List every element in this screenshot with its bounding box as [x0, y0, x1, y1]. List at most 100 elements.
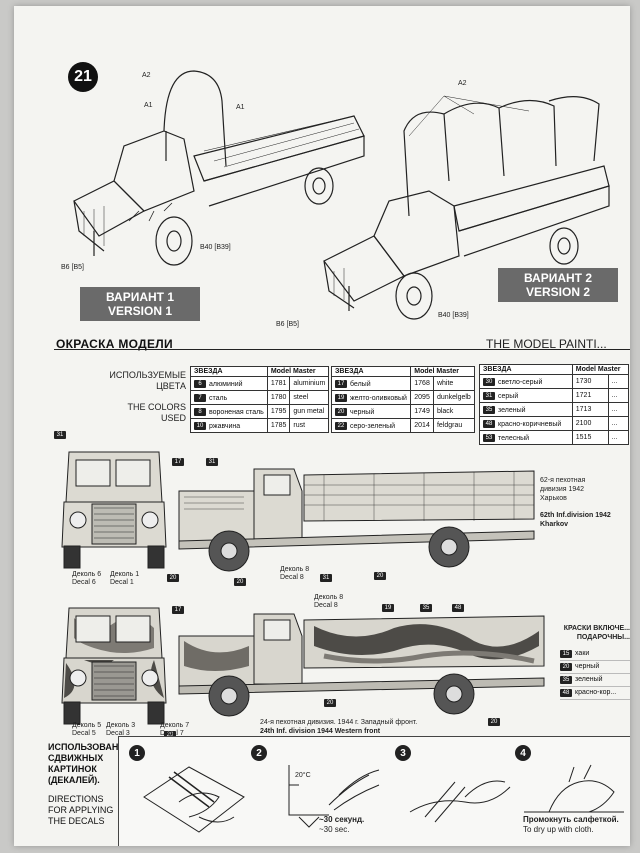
paint-name-ru: светло-серый — [498, 378, 543, 386]
paint-table-3-mm-header: Model Master — [571, 364, 630, 375]
truck2-decal8-ru: Деколь 8 — [314, 594, 344, 601]
paint-name-en: ... — [607, 430, 630, 445]
paint-name-ru: серо-зеленый — [350, 422, 396, 430]
paint-name-en: dunkelgelb — [432, 390, 476, 405]
truck2-decal3-ru: Деколь 3 — [106, 722, 136, 729]
truck1-note-en2: Kharkov — [540, 521, 569, 528]
paint-name-ru: черный — [575, 663, 600, 670]
paint-name-ru: красно-кор... — [575, 689, 617, 696]
truck1-tag-20-side: 20 — [234, 578, 246, 586]
truck2-tag-20-bed: 20 — [488, 718, 500, 726]
truck1-note-ru3: Харьков — [540, 495, 567, 502]
truck1-note-en1: 62th Inf.division 1942 — [540, 512, 611, 519]
truck2-decal8-en: Decal 8 — [314, 602, 338, 609]
paint-mm-number: 1768 — [410, 376, 434, 391]
truck2-caption-ru: 24-я пехотная дивизия. 1944 г. Западный … — [260, 719, 418, 726]
paint-mm-number: 1730 — [571, 374, 609, 389]
step4-blot-ru: Промокнуть салфеткой. — [523, 815, 619, 824]
paint-name-en: feldgrau — [432, 418, 476, 433]
truck1-decal8: Деколь 8 Decal 8 — [280, 566, 309, 582]
truck1-decal8-ru: Деколь 8 — [280, 566, 310, 573]
gift-paints-ru1: КРАСКИ ВКЛЮЧЕ... — [563, 625, 630, 632]
truck2-tag-35: 35 — [420, 604, 432, 612]
paint-mm-number: 2095 — [410, 390, 434, 405]
colors-label-ru1: ИСПОЛЬЗУЕМЫЕ — [109, 370, 186, 380]
paint-code-chip: 53 — [483, 433, 495, 442]
paint-name-ru: телесный — [498, 434, 530, 442]
truck2-decal3: Деколь 3 Decal 3 — [106, 722, 135, 738]
truck2-decal7: Деколь 7 Decal 7 — [160, 722, 189, 738]
truck2-tag-20-side: 20 — [324, 699, 336, 707]
directions-ru3: КАРТИНОК — [48, 764, 97, 774]
directions-en3: THE DECALS — [48, 816, 105, 826]
directions-en2: FOR APPLYING — [48, 805, 114, 815]
direction-step-3: 3 — [395, 745, 411, 761]
direction-step-1: 1 — [129, 745, 145, 761]
truck1-note-ru1: 62-я пехотная — [540, 477, 586, 484]
paint-mm-number: 2100 — [571, 416, 609, 431]
truck-version1-drawing — [73, 70, 365, 266]
paint-code-chip: 31 — [483, 391, 495, 400]
truck1-decal6-en: Decal 6 — [72, 579, 96, 586]
truck1-unit-note: 62-я пехотная дивизия 1942 Харьков 62th … — [540, 476, 626, 529]
section-title-en: THE MODEL PAINTI... — [486, 337, 607, 351]
paint-code-chip: 35 — [483, 405, 495, 414]
paint-table-2-zvezda-header: ЗВЕЗДА — [330, 366, 412, 377]
truck1-tag-31-side: 31 — [206, 458, 218, 466]
callout-a1-right: A1 — [236, 104, 245, 111]
paint-name-ru: хаки — [575, 650, 590, 657]
gift-paints-ru2: ПОДАРОЧНЫ... — [576, 634, 630, 641]
truck1-note-ru2: дивизия 1942 — [540, 486, 585, 493]
truck1-decal1: Деколь 1 Decal 1 — [110, 571, 139, 587]
truck1-tag-31-bottom: 31 — [320, 574, 332, 582]
paint-name-en: ... — [607, 402, 630, 417]
gift-paints-header: КРАСКИ ВКЛЮЧЕ... ПОДАРОЧНЫ... — [554, 624, 630, 642]
truck2-front-view — [61, 607, 167, 725]
colors-label-en1: THE COLORS — [127, 402, 186, 412]
truck1-decal6-ru: Деколь 6 — [72, 571, 102, 578]
directions-ru2: СДВИЖНЫХ — [48, 753, 104, 763]
paint-code-chip: 48 — [560, 689, 572, 697]
paint-name-ru: ржавчина — [209, 422, 241, 430]
paint-code-chip: 15 — [560, 650, 572, 658]
decal-directions-panel: 1 2 3 4 20°C ~30 секунд. ~30 sec. — [118, 736, 630, 846]
callout-b40-left: B40 [B39] — [200, 244, 231, 251]
paint-code-chip: 22 — [335, 421, 347, 430]
truck2-decal7-ru: Деколь 7 — [160, 722, 190, 729]
paint-code-chip: 35 — [560, 676, 572, 684]
truck1-tag-17: 17 — [172, 458, 184, 466]
paint-name-en: aluminium — [289, 376, 330, 391]
truck1-decal1-ru: Деколь 1 — [110, 571, 140, 578]
paint-code-chip: 48 — [483, 419, 495, 428]
directions-ru4: (ДЕКАЛЕЙ). — [48, 775, 100, 785]
truck1-tag-31-front: 31 — [54, 431, 66, 439]
paint-name-en: ... — [607, 388, 630, 403]
paint-table-3-zvezda-header: ЗВЕЗДА — [479, 364, 573, 375]
paint-mm-number: 1749 — [410, 404, 434, 419]
paint-mm-number: 1713 — [571, 402, 609, 417]
paint-mm-number: 2014 — [410, 418, 434, 433]
section-title-ru: ОКРАСКА МОДЕЛИ — [56, 337, 173, 351]
step2-time-ru: ~30 секунд. — [319, 815, 365, 824]
callout-b6-left: B6 [B5] — [61, 264, 84, 271]
directions-en1: DIRECTIONS — [48, 794, 104, 804]
truck1-decal6: Деколь 6 Decal 6 — [72, 571, 101, 587]
variant2-en: VERSION 2 — [525, 285, 591, 299]
colors-label-ru2: ЦВЕТА — [156, 381, 186, 391]
step2-soak-illustration — [288, 765, 380, 828]
